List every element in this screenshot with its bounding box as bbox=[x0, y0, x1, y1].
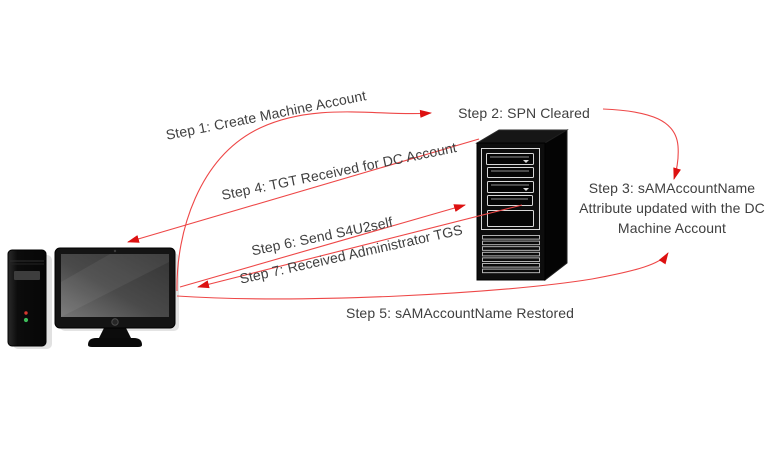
workstation-node bbox=[7, 247, 179, 349]
webcam-dot bbox=[113, 249, 117, 253]
step6-arrow bbox=[179, 204, 466, 288]
server-side-face bbox=[544, 129, 568, 282]
server-vents bbox=[482, 235, 540, 274]
step2-label: Step 2: SPN Cleared bbox=[458, 105, 590, 121]
optical-drive-slot bbox=[14, 271, 40, 280]
eject-button-glyphs bbox=[523, 160, 529, 191]
server-node bbox=[475, 129, 569, 282]
step1-arrow bbox=[176, 109, 432, 292]
drive-bays bbox=[486, 153, 534, 227]
step5-arrow bbox=[176, 252, 669, 300]
step2-to-step3-arrow bbox=[602, 108, 681, 180]
monitor-power-button bbox=[111, 318, 119, 326]
monitor-icon bbox=[54, 247, 176, 347]
step5-label: Step 5: sAMAccountName Restored bbox=[346, 305, 574, 321]
step3-label-line1: Step 3: sAMAccountName bbox=[588, 180, 756, 196]
monitor-screen bbox=[61, 254, 169, 317]
step3-label: Step 3: sAMAccountName Attribute updated… bbox=[579, 178, 765, 238]
power-led-red bbox=[24, 311, 28, 315]
hdd-led-green bbox=[23, 317, 29, 323]
step3-label-line3: Machine Account bbox=[617, 220, 727, 236]
step4-arrow bbox=[127, 138, 480, 243]
step3-label-line2: Attribute updated with the DC bbox=[579, 200, 765, 216]
step7-arrow bbox=[197, 204, 523, 289]
drive-bay-panel bbox=[481, 148, 540, 230]
desktop-tower-icon bbox=[7, 249, 47, 347]
server-tower-icon bbox=[475, 129, 569, 282]
drive-bay-slots bbox=[490, 156, 529, 200]
